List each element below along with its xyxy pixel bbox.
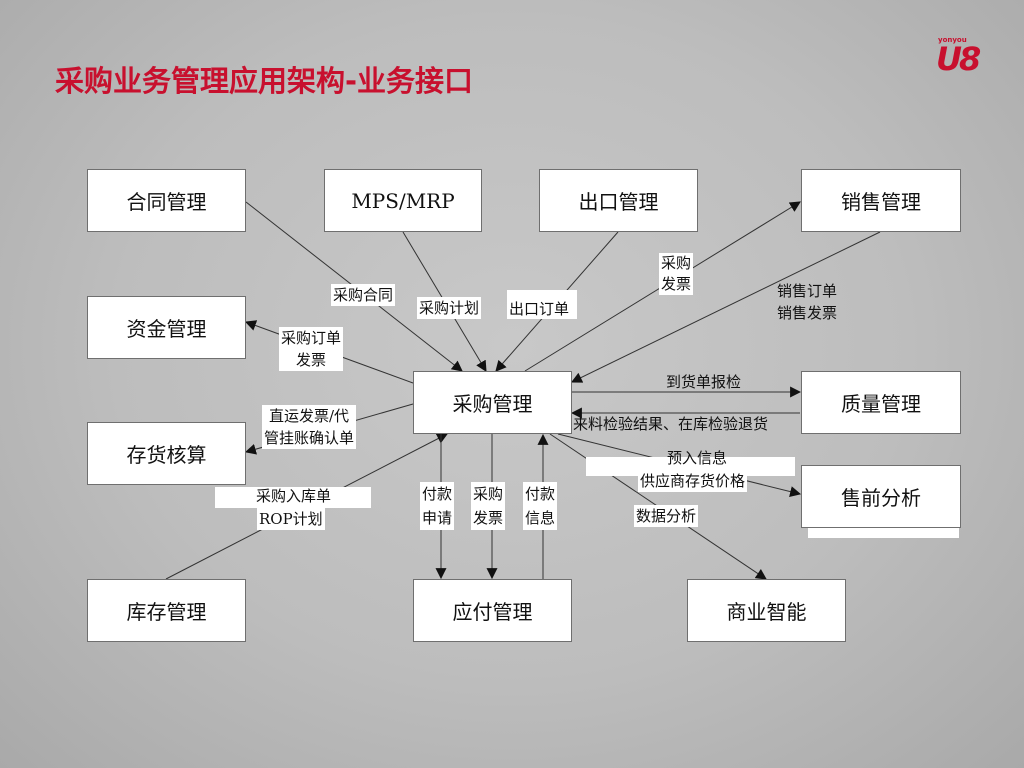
module-cunhuo[interactable]: 存货核算 [87, 422, 246, 485]
label-yuru: 预入信息 [667, 449, 728, 467]
label-zhiyun: 直运发票/代 管挂账确认单 [262, 405, 357, 449]
label-xiaoshou-orders: 销售订单 销售发票 [777, 280, 837, 324]
module-mps-mrp-label: MPS/MRP [351, 188, 455, 213]
module-hetong[interactable]: 合同管理 [87, 169, 246, 232]
label-rop: ROP计划 [257, 508, 325, 530]
label-xiaoshou-fapiao: 销售发票 [777, 304, 838, 322]
module-shangye-label: 商业智能 [726, 600, 807, 624]
label-chukou-dingdan: 出口订单 [507, 290, 578, 319]
module-shouqian[interactable]: 售前分析 [801, 465, 961, 528]
label-caigou-fapiao-line1: 采购 [661, 254, 692, 272]
label-dingdan-fapiao-line2: 发票 [296, 351, 327, 369]
label-fukuan-shenqing-line1: 付款 [422, 485, 453, 503]
label-caigou-fapiao-line2: 发票 [661, 275, 692, 293]
module-kucun-label: 库存管理 [126, 600, 207, 624]
module-kucun[interactable]: 库存管理 [87, 579, 246, 642]
label-fukuan-shenqing: 付款 申请 [420, 482, 455, 530]
link-xiaoshou-caigou [571, 231, 881, 383]
module-cunhuo-label: 存货核算 [126, 443, 207, 467]
page-title: 采购业务管理应用架构-业务接口 [55, 64, 474, 98]
label-zhiyun-line1: 直运发票/代 [268, 407, 350, 425]
logo-small-text: yonyou [938, 36, 967, 44]
label-dingdan-fapiao: 采购订单 发票 [279, 327, 344, 371]
module-caigou-label: 采购管理 [452, 392, 533, 416]
label-fukuan-xinxi: 付款 信息 [523, 482, 558, 530]
module-hetong-label: 合同管理 [126, 190, 207, 214]
label-caigou-fapiao-top: 采购 发票 [659, 253, 694, 295]
module-shouqian-label: 售前分析 [841, 486, 921, 510]
label-fukuan-xinxi-line1: 付款 [525, 485, 556, 503]
label-shuju: 数据分析 [634, 505, 699, 527]
module-yingfu-label: 应付管理 [452, 600, 533, 624]
label-dingdan-fapiao-line1: 采购订单 [281, 329, 342, 347]
label-laoliao: 来料检验结果、在库检验退货 [573, 415, 769, 433]
module-xiaoshou-label: 销售管理 [841, 190, 921, 214]
logo-big-text: U8 [936, 40, 981, 78]
module-chukou[interactable]: 出口管理 [539, 169, 698, 232]
label-fukuan-shenqing-line2: 申请 [422, 509, 453, 527]
module-chukou-label: 出口管理 [578, 190, 659, 214]
label-caigou-fapiao-bottom: 采购 发票 [471, 482, 506, 530]
label-zhiyun-line2: 管挂账确认单 [264, 429, 355, 447]
module-shangye[interactable]: 商业智能 [687, 579, 846, 642]
box-shadow-strip [808, 527, 959, 538]
module-mps-mrp[interactable]: MPS/MRP [324, 169, 482, 232]
label-caigou-jihua: 采购计划 [417, 297, 482, 319]
label-ruku: 采购入库单 [256, 487, 332, 505]
u8-logo: yonyou U8 [934, 36, 994, 78]
module-zijin[interactable]: 资金管理 [87, 296, 246, 359]
module-zijin-label: 资金管理 [126, 317, 207, 341]
module-caigou[interactable]: 采购管理 [413, 371, 572, 434]
module-yingfu[interactable]: 应付管理 [413, 579, 572, 642]
label-daohuo: 到货单报检 [666, 373, 742, 391]
label-gongying: 供应商存货价格 [638, 470, 748, 492]
label-ruku-strip [215, 487, 371, 508]
module-zhiliang-label: 质量管理 [841, 392, 921, 416]
module-zhiliang[interactable]: 质量管理 [801, 371, 961, 434]
module-xiaoshou[interactable]: 销售管理 [801, 169, 961, 232]
label-xiaoshou-dingdan: 销售订单 [777, 282, 838, 300]
label-caigou-fapiao-bottom-line1: 采购 [473, 485, 504, 503]
label-caigou-hetong: 采购合同 [331, 284, 396, 306]
label-fukuan-xinxi-line2: 信息 [525, 509, 556, 527]
label-caigou-fapiao-bottom-line2: 发票 [473, 509, 504, 527]
